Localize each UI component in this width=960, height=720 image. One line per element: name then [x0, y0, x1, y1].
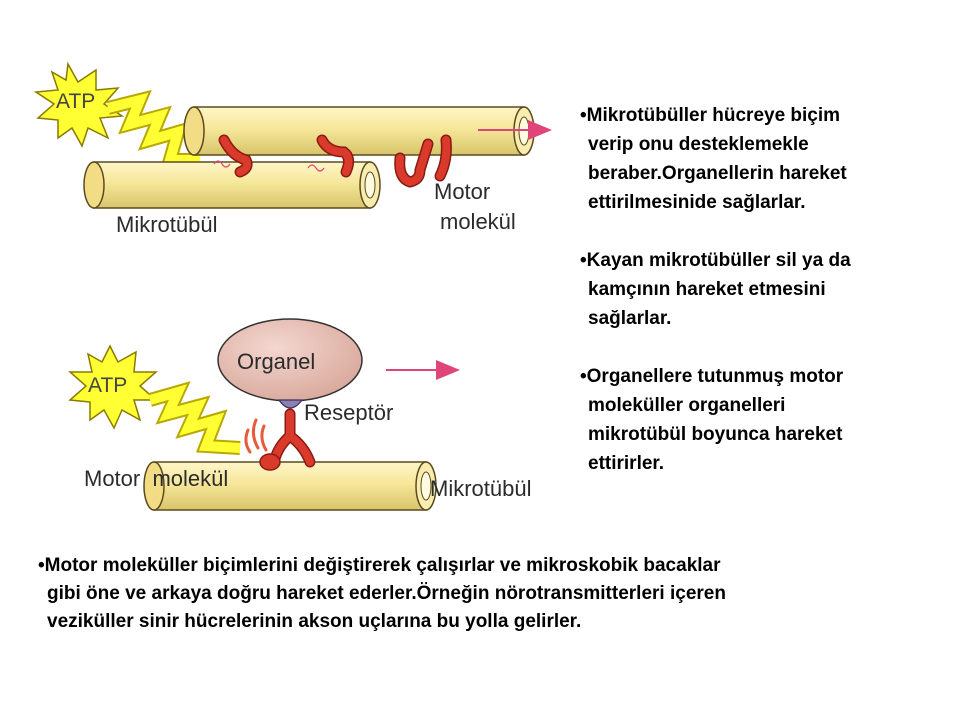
motor-molecule-1 [213, 134, 253, 178]
microtubule-bottom [143, 461, 437, 511]
bullet-line: •Mikrotübüller hücreye biçim [580, 105, 841, 126]
bullet-line: mikrotübül boyunca hareket [588, 424, 843, 445]
bullet-line: •Kayan mikrotübüller sil ya da [580, 250, 851, 271]
bottom-diagram: ATP Organel Reseptör Motor molekül Mik [68, 318, 531, 511]
bullet-line: kamçının hareket etmesini [588, 279, 826, 300]
bullet-line: verip onu desteklemekle [588, 134, 809, 155]
motor-molecule-3 [394, 134, 452, 188]
atp-burst-bottom: ATP [68, 344, 158, 430]
bullet-line: moleküller organelleri [588, 395, 786, 416]
bullet-line: beraber.Organellerin hareket [588, 163, 847, 184]
bullet-line: ettirilmesinide sağlarlar. [588, 192, 806, 213]
microtubule-front [83, 161, 381, 209]
microtubule-label-bottom: Mikrotübül [430, 476, 531, 501]
bullet-2: •Kayan mikrotübüller sil ya da kamçının … [580, 246, 950, 333]
paragraph-line: veziküller sinir hücrelerinin akson uçla… [47, 611, 582, 632]
motor-label-top-line2: molekül [440, 209, 516, 234]
receptor-label: Reseptör [304, 400, 393, 425]
bullet-line: sağlarlar. [588, 308, 672, 329]
bullet-line: ettirirler. [588, 453, 665, 474]
microtubule-label-top: Mikrotübül [116, 212, 217, 237]
top-diagram: ATP [33, 61, 552, 237]
paragraph-line: gibi öne ve arkaya doğru hareket ederler… [47, 583, 726, 604]
organelle-label: Organel [237, 349, 315, 374]
paragraph-line: •Motor moleküller biçimlerini değiştirer… [38, 555, 721, 576]
bullet-1: •Mikrotübüller hücreye biçim verip onu d… [580, 101, 950, 217]
motor-molecule-bottom [244, 408, 316, 471]
organelle: Organel [217, 318, 363, 402]
bullet-3: •Organellere tutunmuş motor moleküller o… [580, 362, 950, 478]
motor-label-bottom: Motor molekül [84, 466, 228, 491]
bullet-line: •Organellere tutunmuş motor [580, 366, 844, 387]
microtubule-back [183, 106, 535, 156]
motor-molecule-2 [307, 134, 355, 178]
bottom-paragraph: •Motor moleküller biçimlerini değiştirer… [38, 552, 937, 636]
atp-label-top: ATP [56, 90, 95, 113]
receptor [277, 399, 304, 409]
atp-burst-top: ATP [33, 61, 125, 148]
atp-label-bottom: ATP [88, 374, 127, 397]
motor-label-top-line1: Motor [434, 179, 490, 204]
